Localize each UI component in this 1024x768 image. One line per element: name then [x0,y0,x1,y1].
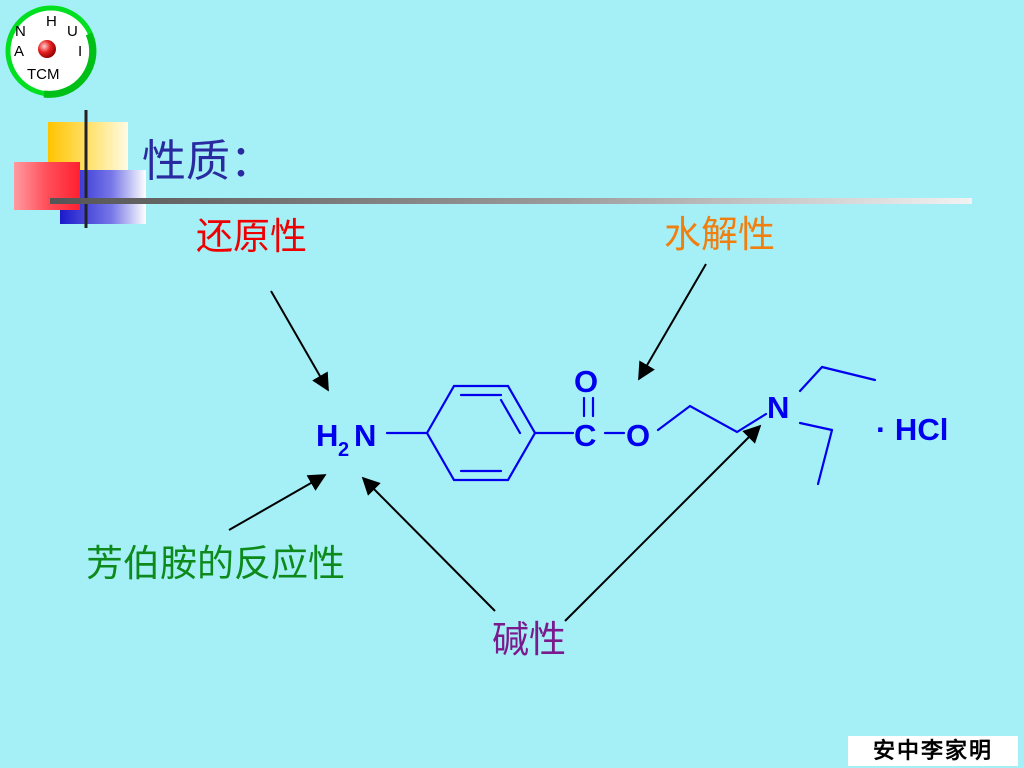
bond-n-ethyl-1 [798,365,824,393]
atom-amine-n: N [354,418,376,453]
title-underline [50,198,972,204]
ethyl-1 [820,365,877,382]
logo-letter-i: I [78,43,82,60]
atom-amine-h: H [316,418,338,453]
author-signature: 安中李家明 [848,736,1018,766]
slide-title: 性质： [142,136,274,187]
property-label-aromatic-amine: 芳伯胺的反应性 [86,542,345,585]
logo-ball-icon [38,40,56,58]
arrow-hydrolysis [638,263,707,381]
ring-double-bond-right [499,398,522,435]
logo-letter-u: U [67,23,78,40]
hui-tcm-logo: H N U A I TCM [5,5,97,98]
arrow-basicity-amine [361,476,496,612]
property-label-reduction: 还原性 [196,215,307,258]
atom-ester-o: O [626,418,650,453]
logo-letter-tcm: TCM [27,66,60,83]
arrow-reduction [270,290,329,392]
ethyl-2 [816,428,834,486]
title-decoration [14,110,146,228]
bond-n-ethyl-2 [798,421,834,432]
atom-tertiary-n: N [767,390,789,425]
arrow-basicity-tertiary-n [564,424,762,622]
logo-letter-n: N [15,23,26,40]
property-label-hydrolysis: 水解性 [664,213,775,256]
arrow-aromatic-amine [228,474,327,531]
salt-hcl: · HCl [876,412,948,447]
logo-letter-h: H [46,13,57,30]
atom-carbonyl-o: O [574,364,598,399]
atom-amine-subscript: 2 [338,439,349,461]
atom-carbonyl-c: C [574,418,596,453]
property-label-basicity: 碱性 [492,618,566,661]
ethylene-chain [656,404,768,434]
logo-letter-a: A [14,43,24,60]
